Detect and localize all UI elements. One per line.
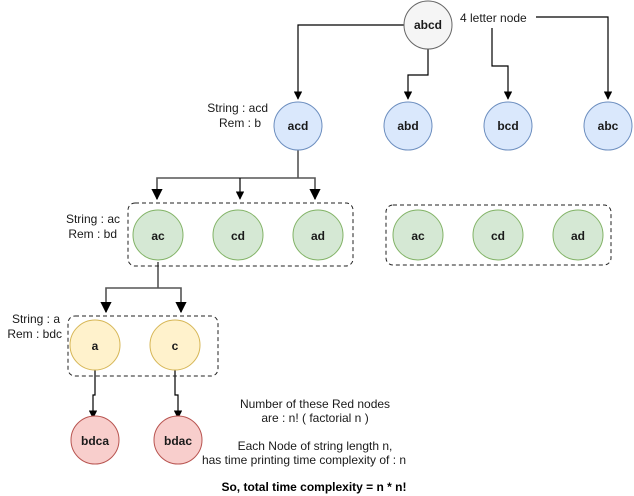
group-box-ac-children <box>67 315 219 377</box>
node-bdca: bdca <box>70 415 120 465</box>
node-abc: abc <box>583 101 633 151</box>
a-rem-label: Rem : bdc <box>7 327 62 341</box>
edge-note-bcd <box>491 28 513 100</box>
node-cd-1: cd <box>212 209 264 261</box>
node-bdac: bdac <box>153 415 203 465</box>
node-abcd: abcd <box>403 0 453 50</box>
node-a: a <box>69 319 121 371</box>
red-count-line1: Number of these Red nodes <box>240 397 390 411</box>
svg-text:abcd: abcd <box>414 18 442 32</box>
ac-string-label: String : ac <box>66 212 120 226</box>
svg-text:cd: cd <box>491 229 505 243</box>
svg-text:ad: ad <box>571 229 585 243</box>
edge-abcd-abd <box>403 49 429 100</box>
group-box-acd-children <box>127 202 354 267</box>
edge-ac-c <box>158 287 187 314</box>
edge-abcd-acd <box>293 24 404 100</box>
node-abd: abd <box>383 101 433 151</box>
svg-text:bdca: bdca <box>81 434 109 448</box>
edge-c-bdac <box>173 370 183 419</box>
svg-text:c: c <box>172 339 179 353</box>
svg-text:ad: ad <box>311 229 325 243</box>
node-ac-1: ac <box>132 209 184 261</box>
a-string-label: String : a <box>12 312 60 326</box>
svg-text:abc: abc <box>598 119 619 133</box>
svg-text:ac: ac <box>151 229 165 243</box>
svg-text:bcd: bcd <box>497 119 518 133</box>
svg-text:a: a <box>92 339 99 353</box>
red-count-line2: are : n! ( factorial n ) <box>261 411 368 425</box>
edge-ac-a <box>100 287 158 314</box>
svg-text:cd: cd <box>231 229 245 243</box>
node-bcd: bcd <box>483 101 533 151</box>
node-ad-2: ad <box>552 209 604 261</box>
acd-string-label: String : acd <box>207 101 268 115</box>
ac-rem-label: Rem : bd <box>68 227 117 241</box>
svg-text:ac: ac <box>411 229 425 243</box>
edge-a-bdca <box>88 370 98 419</box>
svg-text:abd: abd <box>397 119 418 133</box>
svg-text:bdac: bdac <box>164 434 192 448</box>
root-note: 4 letter node <box>460 11 527 25</box>
node-acd: acd <box>273 101 323 151</box>
node-cost-line1: Each Node of string length n, <box>238 439 393 453</box>
acd-rem-label: Rem : b <box>219 116 261 130</box>
node-ad-1: ad <box>292 209 344 261</box>
svg-text:acd: acd <box>288 119 309 133</box>
node-cd-2: cd <box>472 209 524 261</box>
node-c: c <box>149 319 201 371</box>
node-cost-line2: has time printing time complexity of : n <box>202 453 406 467</box>
edge-acd-ac <box>151 177 298 201</box>
total-complexity: So, total time complexity = n * n! <box>221 480 406 494</box>
edge-note-abc <box>536 16 613 100</box>
node-ac-2: ac <box>392 209 444 261</box>
edge-acd-ad <box>298 177 321 201</box>
group-box-other-children <box>385 204 612 266</box>
